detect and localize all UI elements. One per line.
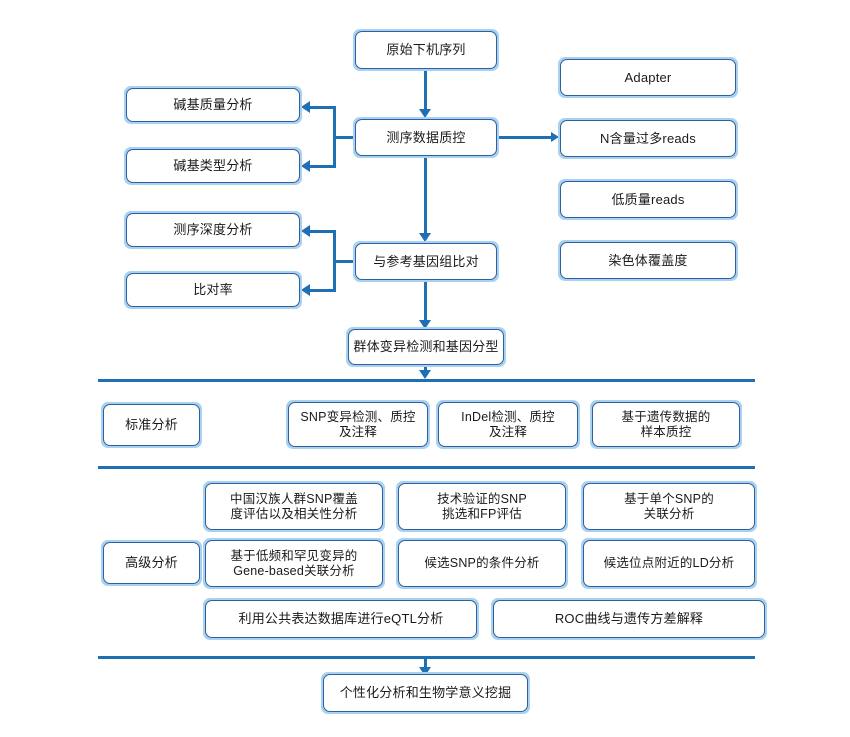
arrow-alignment-to-depth xyxy=(301,225,310,237)
node-single-snp-association[interactable]: 基于单个SNP的 关联分析 xyxy=(583,483,755,530)
section-label-standard-analysis-text: 标准分析 xyxy=(125,417,178,432)
arrow-qc-to-n-reads xyxy=(551,132,559,142)
connector-alignment-to-depth xyxy=(310,230,336,233)
node-han-chinese-snp-coverage-label: 中国汉族人群SNP覆盖 度评估以及相关性分析 xyxy=(230,491,358,521)
arrow-to-final-step xyxy=(419,667,431,676)
section-label-advanced-analysis[interactable]: 高级分析 xyxy=(103,542,200,584)
node-eqtl-public-database[interactable]: 利用公共表达数据库进行eQTL分析 xyxy=(205,600,477,638)
node-variant-calling[interactable]: 群体变异检测和基因分型 xyxy=(348,329,504,365)
node-alignment[interactable]: 与参考基因组比对 xyxy=(355,243,497,280)
node-filter-n-reads-label: N含量过多reads xyxy=(600,130,696,146)
arrow-alignment-to-rate xyxy=(301,284,310,296)
divider-advanced-top xyxy=(98,466,755,469)
arrow-variant-to-standard xyxy=(419,370,431,379)
arrow-qc-to-base-quality xyxy=(301,101,310,113)
arrow-raw-to-qc xyxy=(419,109,431,118)
connector-to-final-step xyxy=(424,656,427,672)
node-alignment-rate-label: 比对率 xyxy=(193,282,233,297)
connector-variant-to-standard xyxy=(424,365,427,373)
node-sequencing-depth-analysis-label: 测序深度分析 xyxy=(173,222,253,237)
connector-alignment-to-rate xyxy=(310,289,336,292)
node-roc-genetic-variance[interactable]: ROC曲线与遗传方差解释 xyxy=(493,600,765,638)
connector-qc-to-n-reads xyxy=(497,136,552,139)
node-roc-genetic-variance-label: ROC曲线与遗传方差解释 xyxy=(554,611,704,626)
node-alignment-rate[interactable]: 比对率 xyxy=(126,273,300,307)
node-genetic-sample-qc-label: 基于遗传数据的 样本质控 xyxy=(621,409,711,439)
node-chromosome-coverage[interactable]: 染色体覆盖度 xyxy=(560,242,736,279)
node-ld-analysis-near-loci[interactable]: 候选位点附近的LD分析 xyxy=(583,540,755,587)
node-raw-reads[interactable]: 原始下机序列 xyxy=(355,31,497,69)
arrow-alignment-to-variant xyxy=(419,320,431,329)
node-candidate-snp-conditional[interactable]: 候选SNP的条件分析 xyxy=(398,540,566,587)
node-base-type-analysis-label: 碱基类型分析 xyxy=(173,158,253,173)
node-gene-based-association[interactable]: 基于低频和罕见变异的 Gene-based关联分析 xyxy=(205,540,383,587)
node-genetic-sample-qc[interactable]: 基于遗传数据的 样本质控 xyxy=(592,402,740,447)
section-label-standard-analysis[interactable]: 标准分析 xyxy=(103,404,200,446)
connector-qc-to-base-type xyxy=(310,165,336,168)
node-base-type-analysis[interactable]: 碱基类型分析 xyxy=(126,149,300,183)
node-technical-validation-snp-label: 技术验证的SNP 挑选和FP评估 xyxy=(437,491,527,521)
node-filter-low-quality-reads[interactable]: 低质量reads xyxy=(560,181,736,218)
node-filter-low-quality-reads-label: 低质量reads xyxy=(611,191,685,207)
node-chromosome-coverage-label: 染色体覆盖度 xyxy=(608,252,688,268)
node-single-snp-association-label: 基于单个SNP的 关联分析 xyxy=(624,491,714,521)
connector-qc-to-base-quality xyxy=(310,106,336,109)
arrow-qc-to-base-type xyxy=(301,160,310,172)
node-han-chinese-snp-coverage[interactable]: 中国汉族人群SNP覆盖 度评估以及相关性分析 xyxy=(205,483,383,530)
node-filter-adapter[interactable]: Adapter xyxy=(560,59,736,96)
node-candidate-snp-conditional-label: 候选SNP的条件分析 xyxy=(424,556,540,570)
node-snp-calling-qc-annotation-label: SNP变异检测、质控 及注释 xyxy=(300,409,416,439)
connector-alignment-left-spine xyxy=(333,230,336,292)
node-gene-based-association-label: 基于低频和罕见变异的 Gene-based关联分析 xyxy=(230,548,358,578)
node-sequencing-depth-analysis[interactable]: 测序深度分析 xyxy=(126,213,300,247)
node-raw-reads-label: 原始下机序列 xyxy=(386,42,466,57)
node-variant-calling-label: 群体变异检测和基因分型 xyxy=(353,339,499,354)
node-indel-calling-qc-annotation-label: InDel检测、质控 及注释 xyxy=(461,409,555,439)
node-base-quality-analysis-label: 碱基质量分析 xyxy=(173,97,253,112)
node-final-personalized-analysis[interactable]: 个性化分析和生物学意义挖掘 xyxy=(323,674,528,712)
node-base-quality-analysis[interactable]: 碱基质量分析 xyxy=(126,88,300,122)
node-indel-calling-qc-annotation[interactable]: InDel检测、质控 及注释 xyxy=(438,402,578,447)
divider-standard-top xyxy=(98,379,755,382)
node-technical-validation-snp[interactable]: 技术验证的SNP 挑选和FP评估 xyxy=(398,483,566,530)
node-data-qc[interactable]: 测序数据质控 xyxy=(355,119,497,156)
node-filter-adapter-label: Adapter xyxy=(624,69,672,85)
node-eqtl-public-database-label: 利用公共表达数据库进行eQTL分析 xyxy=(238,611,444,626)
node-snp-calling-qc-annotation[interactable]: SNP变异检测、质控 及注释 xyxy=(288,402,428,447)
node-final-personalized-analysis-label: 个性化分析和生物学意义挖掘 xyxy=(339,685,512,700)
node-alignment-label: 与参考基因组比对 xyxy=(373,253,479,269)
connector-alignment-to-variant xyxy=(424,280,427,322)
connector-raw-to-qc xyxy=(424,69,427,109)
connector-qc-left-spine xyxy=(333,106,336,168)
arrow-qc-to-alignment xyxy=(419,233,431,242)
connector-alignment-left-stub xyxy=(333,260,357,263)
connector-qc-to-alignment xyxy=(424,156,427,233)
connector-qc-left-stub xyxy=(333,136,357,139)
node-ld-analysis-near-loci-label: 候选位点附近的LD分析 xyxy=(603,556,735,570)
section-label-advanced-analysis-text: 高级分析 xyxy=(125,555,178,570)
node-filter-n-reads[interactable]: N含量过多reads xyxy=(560,120,736,157)
node-data-qc-label: 测序数据质控 xyxy=(386,129,466,145)
